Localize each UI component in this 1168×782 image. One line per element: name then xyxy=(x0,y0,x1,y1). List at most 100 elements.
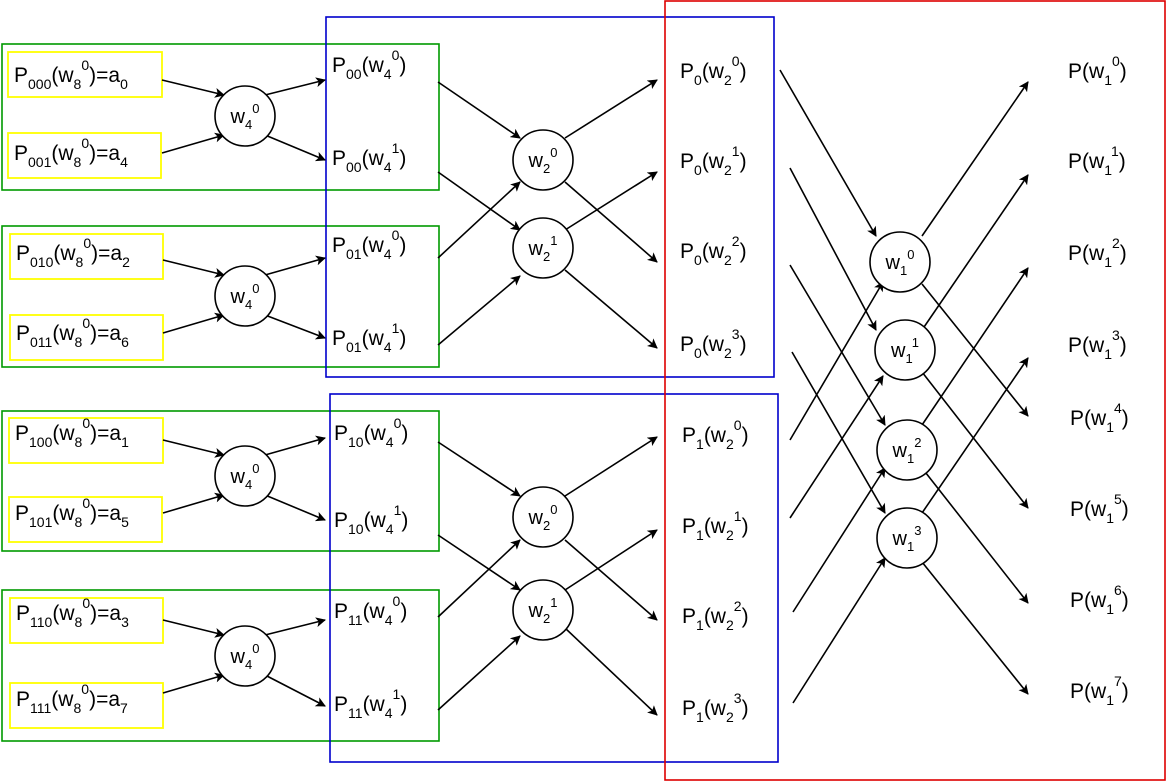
edge-arrow-4 xyxy=(162,439,225,458)
final-output-4: P(w14) xyxy=(1070,400,1129,435)
node-stage1-0 xyxy=(214,85,276,147)
group-box-stage1-1 xyxy=(1,225,440,368)
edge-arrow-2 xyxy=(162,259,225,278)
node-stage1-3 xyxy=(214,625,276,687)
node-stage2-1 xyxy=(512,217,574,279)
input-term-7: P111(w80)=a7​ xyxy=(16,681,128,716)
edge-arrow-29 xyxy=(564,539,658,621)
group-box-stage1-2 xyxy=(1,410,440,552)
node-stage3-3 xyxy=(876,507,938,569)
stage1-output-1: P00(w41) xyxy=(332,140,406,175)
edge-arrow-23 xyxy=(437,635,521,711)
node-stage3-label-0: w10 xyxy=(885,247,915,278)
edge-arrow-32 xyxy=(779,69,877,237)
group-box-stage2-1 xyxy=(329,393,779,763)
edge-arrow-36 xyxy=(789,281,884,441)
edge-arrow-42 xyxy=(921,174,1029,331)
group-box-stage3 xyxy=(664,0,1166,781)
input-term-0: P000(w80)=a0​ xyxy=(14,57,128,92)
stage2-output-1: P0(w21) xyxy=(680,143,747,178)
edge-arrow-8 xyxy=(264,77,326,96)
stage1-output-4: P10(w40) xyxy=(334,415,408,450)
edge-arrow-11 xyxy=(264,314,326,340)
stage1-output-6: P11(w40) xyxy=(334,593,407,628)
stage1-output-7: P11(w41) xyxy=(334,686,407,721)
node-stage1-label-1: w40 xyxy=(230,281,260,312)
edge-arrow-24 xyxy=(564,79,658,139)
final-output-2: P(w12) xyxy=(1068,235,1127,270)
term-labels: P000(w80)=a0​P001(w80)=a4​P010(w80)=a2​P… xyxy=(14,47,1129,725)
edge-arrow-25 xyxy=(564,181,658,263)
edge-arrow-26 xyxy=(564,171,658,231)
node-stage1-2 xyxy=(214,445,276,507)
final-output-0: P(w10) xyxy=(1068,53,1127,88)
edge-arrow-20 xyxy=(437,441,521,497)
node-stage2-label-1: w21 xyxy=(528,233,558,264)
node-stage2-label-2: w20 xyxy=(528,502,558,533)
stage2-output-0: P0(w20) xyxy=(680,53,747,88)
input-box-5 xyxy=(8,496,163,543)
edge-arrow-33 xyxy=(789,167,877,331)
group-box-stage1-0 xyxy=(1,43,440,191)
group-box-stage1-3 xyxy=(1,589,440,742)
edge-arrow-15 xyxy=(264,674,326,707)
edge-arrow-19 xyxy=(437,275,521,346)
edge-arrow-1 xyxy=(161,132,225,154)
final-output-5: P(w15) xyxy=(1070,491,1129,526)
input-term-3: P011(w80)=a6​ xyxy=(16,315,129,350)
node-stage2-0 xyxy=(512,129,574,191)
node-stage1-1 xyxy=(214,265,276,327)
edge-arrow-7 xyxy=(162,672,225,694)
edge-arrow-45 xyxy=(921,467,1029,604)
edge-arrow-34 xyxy=(789,264,886,426)
edge-arrow-9 xyxy=(264,134,326,162)
input-term-6: P110(w80)=a3​ xyxy=(16,595,129,630)
node-stage3-0 xyxy=(869,231,931,293)
edge-arrow-40 xyxy=(921,81,1029,237)
edge-arrow-14 xyxy=(264,617,326,636)
edge-arrow-18 xyxy=(437,181,521,259)
edge-arrow-22 xyxy=(437,539,521,618)
input-box-7 xyxy=(9,682,164,729)
final-output-7: P(w17) xyxy=(1070,673,1129,708)
stage2-output-6: P1(w22) xyxy=(682,598,749,633)
node-stage3-2 xyxy=(876,419,938,481)
edge-arrow-37 xyxy=(789,375,884,519)
input-term-2: P010(w80)=a2​ xyxy=(16,235,130,270)
edge-arrow-30 xyxy=(564,529,658,591)
input-box-2 xyxy=(9,233,164,280)
input-term-5: P101(w80)=a5​ xyxy=(15,495,129,530)
edge-arrow-43 xyxy=(921,371,1029,509)
edge-arrow-28 xyxy=(564,436,658,497)
edge-arrow-39 xyxy=(792,557,886,704)
final-output-6: P(w16) xyxy=(1070,582,1129,617)
final-output-1: P(w11) xyxy=(1068,143,1126,178)
final-output-3: P(w13) xyxy=(1068,327,1127,362)
node-stage3-label-1: w11 xyxy=(890,335,919,366)
input-box-3 xyxy=(9,314,164,361)
edge-arrow-16 xyxy=(437,81,521,139)
edge-arrow-41 xyxy=(921,283,1029,417)
edge-arrow-5 xyxy=(162,492,225,514)
input-box-1 xyxy=(7,132,162,179)
stage2-output-4: P1(w20) xyxy=(682,417,749,452)
butterfly-edges xyxy=(161,69,1029,716)
input-box-0 xyxy=(7,51,163,98)
edge-arrow-21 xyxy=(437,534,521,591)
node-stage3-1 xyxy=(874,319,936,381)
edge-arrow-10 xyxy=(264,255,326,276)
node-stage2-3 xyxy=(512,579,574,641)
node-stage2-2 xyxy=(512,486,574,548)
node-stage1-label-3: w40 xyxy=(230,641,260,672)
edge-arrow-6 xyxy=(162,619,225,638)
group-box-stage2-0 xyxy=(325,16,775,378)
edge-arrow-47 xyxy=(921,561,1029,695)
stage2-output-3: P0(w23) xyxy=(680,326,747,361)
node-stage1-label-2: w40 xyxy=(230,461,260,492)
edge-arrow-38 xyxy=(792,467,886,613)
stage1-output-2: P01(w40) xyxy=(332,227,406,262)
node-stage2-label-3: w21 xyxy=(528,595,558,626)
